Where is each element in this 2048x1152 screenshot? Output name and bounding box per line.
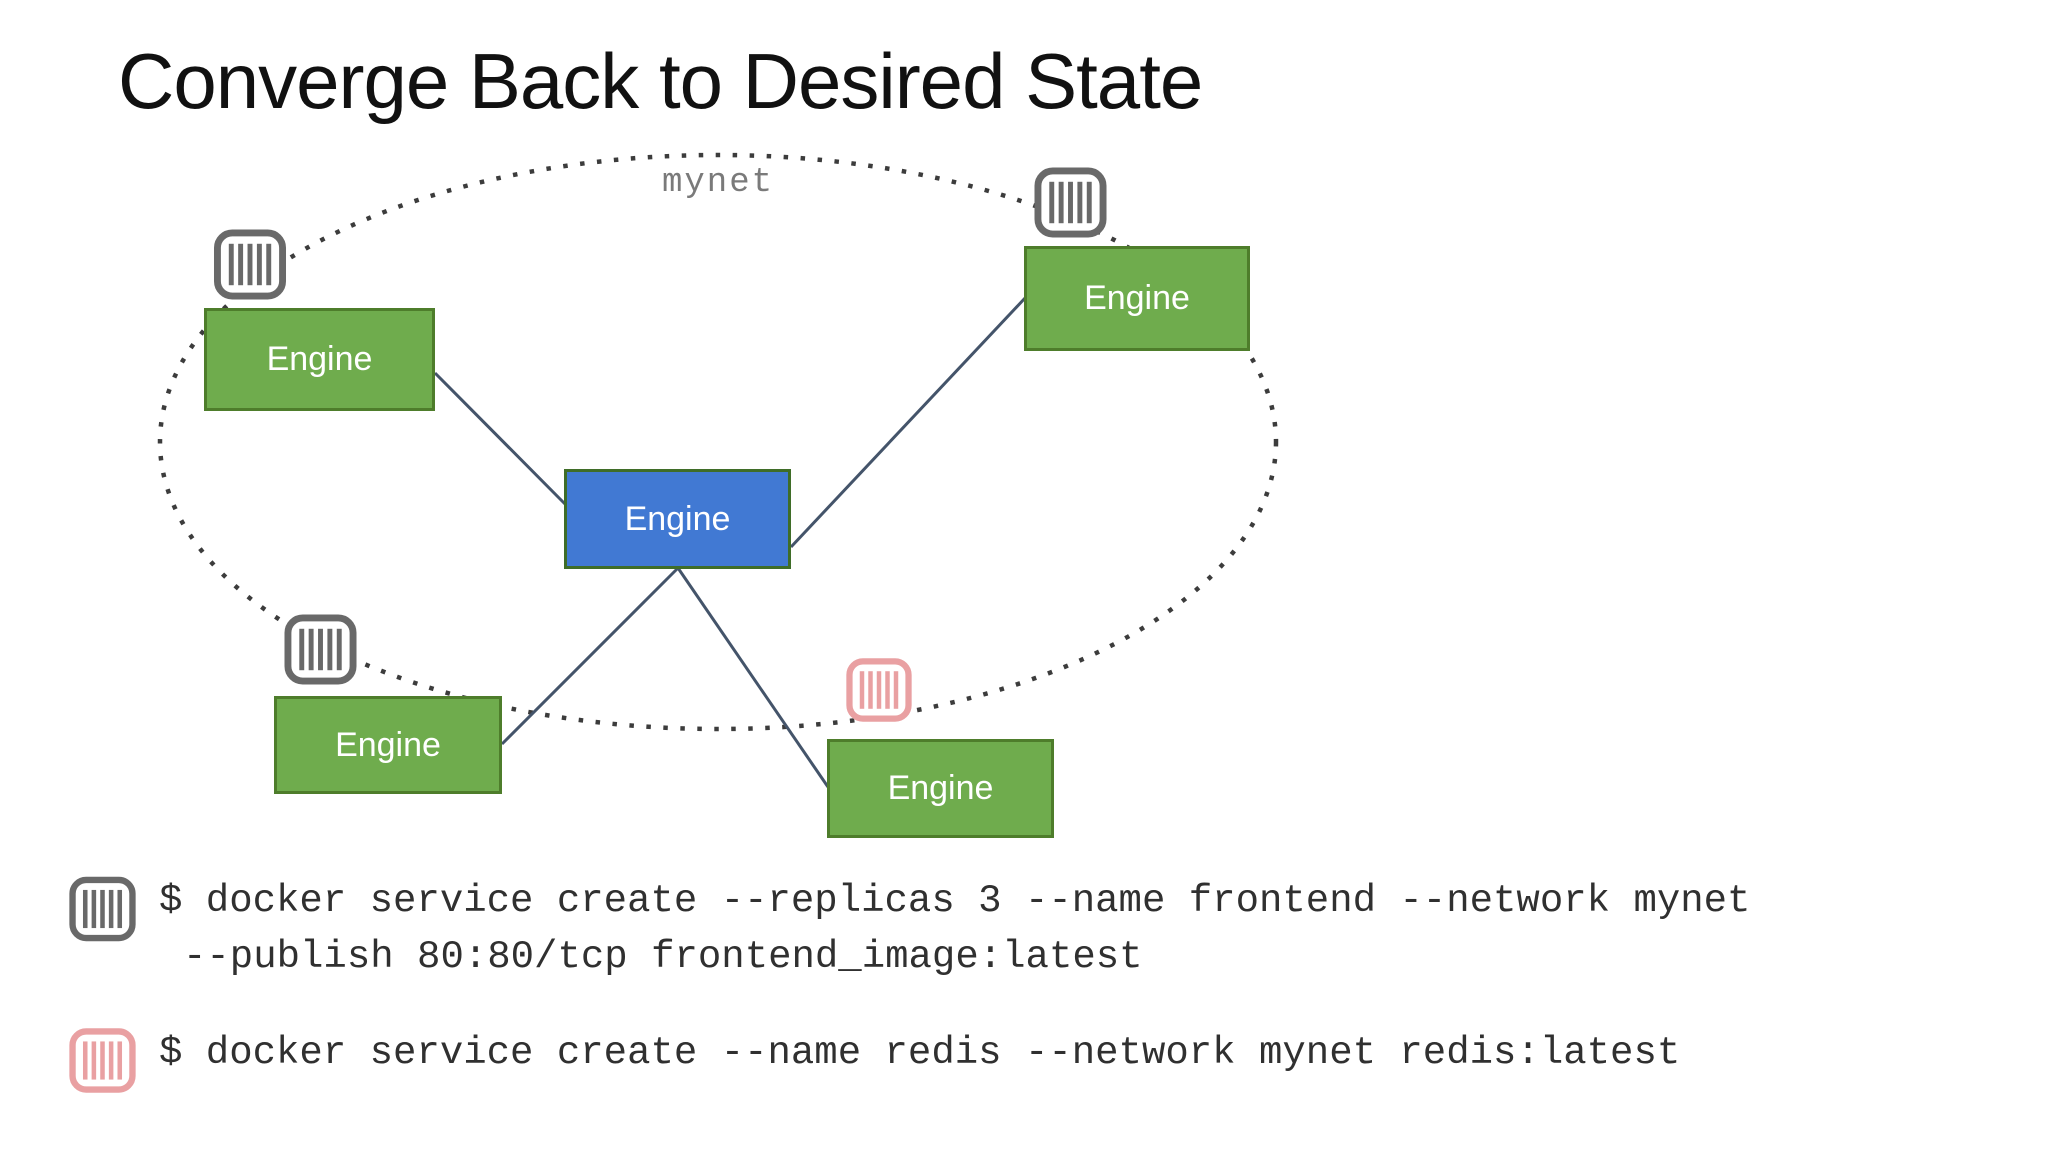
connector-line-bottomleft: [500, 566, 680, 746]
container-icon-red: [845, 656, 913, 724]
engine-node-center: Engine: [564, 469, 791, 569]
container-icon-red: [68, 1024, 137, 1097]
command-text: --publish 80:80/tcp frontend_image:lates…: [183, 935, 1143, 979]
container-icon: [283, 613, 358, 686]
engine-node-top-right: Engine: [1024, 246, 1250, 351]
engine-label: Engine: [1084, 279, 1190, 317]
container-icon: [1032, 166, 1109, 239]
network-boundary-ellipse: [157, 152, 1279, 732]
network-label: mynet: [662, 164, 775, 202]
engine-label: Engine: [335, 725, 441, 764]
connector-line-topleft: [433, 371, 569, 508]
engine-label: Engine: [266, 340, 373, 378]
container-icon: [212, 228, 288, 301]
container-icon: [68, 871, 137, 947]
engine-label: Engine: [624, 499, 731, 538]
command-text: $ docker service create --name redis --n…: [159, 1031, 1681, 1075]
engine-node-top-left: Engine: [204, 308, 435, 411]
connector-line-topright: [789, 295, 1028, 549]
engine-label: Engine: [887, 769, 994, 807]
page-title: Converge Back to Desired State: [118, 37, 1203, 125]
command-text: $ docker service create --replicas 3 --n…: [159, 879, 1751, 923]
engine-node-bottom-left: Engine: [274, 696, 502, 794]
engine-node-bottom-center: Engine: [827, 739, 1054, 838]
connector-line-bottomcenter: [676, 567, 830, 788]
